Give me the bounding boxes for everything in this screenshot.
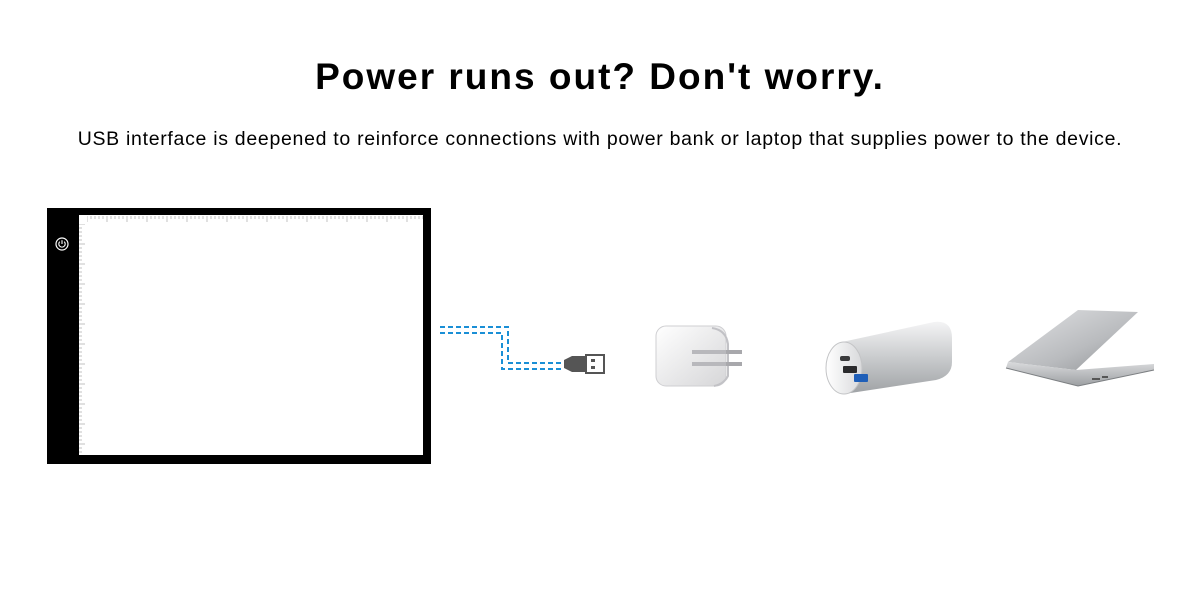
power-icon	[55, 237, 69, 251]
wall-charger-icon	[655, 325, 742, 387]
ruler-top	[87, 216, 423, 222]
power-bank-icon	[825, 321, 952, 395]
page-title: Power runs out? Don't worry.	[315, 56, 885, 97]
page-subtitle: USB interface is deepened to reinforce c…	[77, 128, 1123, 150]
usb-cable-icon	[440, 326, 605, 374]
ruler-left	[79, 224, 85, 453]
laptop-icon	[1005, 310, 1155, 387]
light-pad-icon	[47, 208, 431, 464]
pad-surface	[79, 215, 423, 455]
